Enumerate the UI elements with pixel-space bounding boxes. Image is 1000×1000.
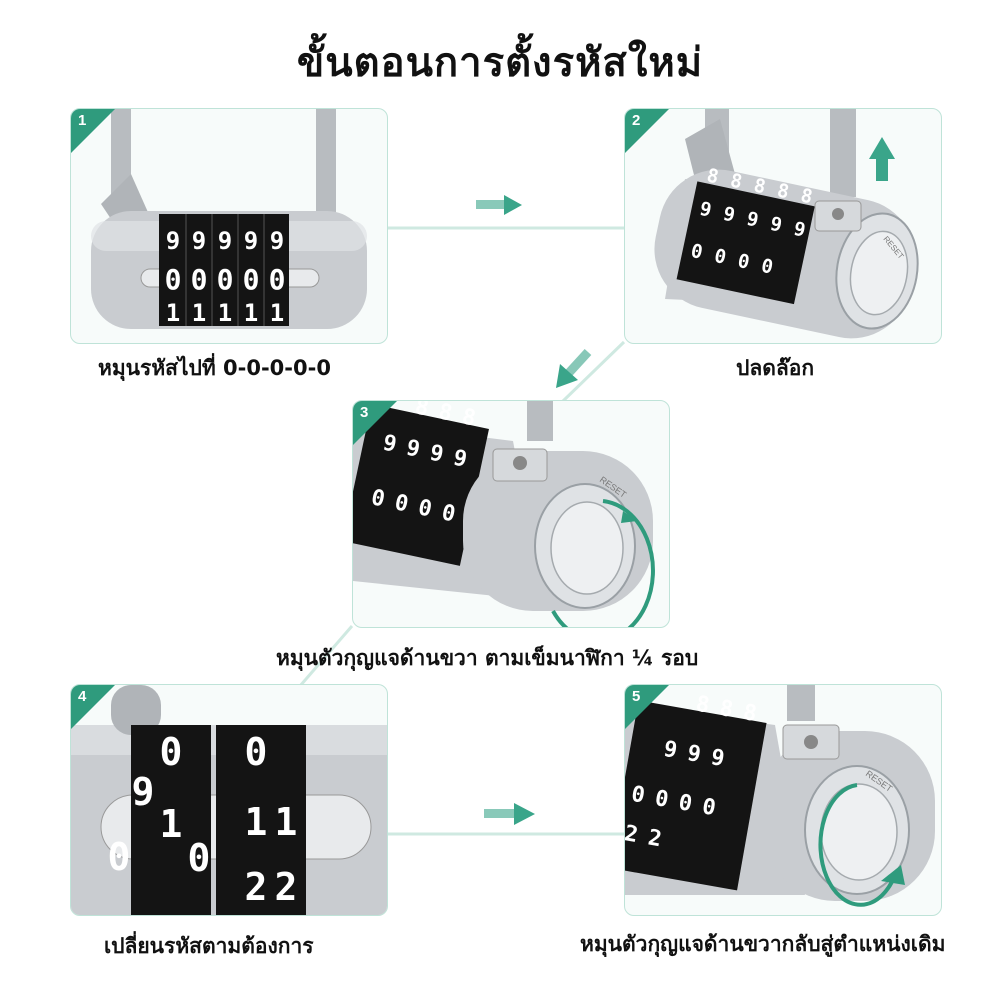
step-badge: [625, 109, 669, 153]
dial-digit: 0: [160, 730, 183, 774]
dial-digit: 8: [718, 696, 735, 723]
dial-digit: 0: [700, 794, 717, 821]
dial-digit: 9: [404, 436, 422, 463]
dial-digit: 0: [165, 263, 182, 296]
dial-digit: 8: [413, 401, 431, 422]
dial-digit: 0: [269, 263, 286, 296]
step-number: 2: [632, 112, 641, 129]
arrow-up-icon: [869, 137, 895, 181]
dial-digit: 9: [132, 770, 155, 814]
dial-digit: 9: [721, 203, 737, 227]
dial-digit: 9: [662, 737, 679, 764]
dial-digit: 9: [166, 227, 180, 255]
dial-digit: 1: [192, 299, 206, 327]
dial-digit: 0: [653, 786, 670, 813]
step-badge: [71, 685, 115, 729]
dial-digit: 8: [799, 184, 815, 208]
dial-digit: 0: [689, 240, 705, 264]
dial-digit: 0: [243, 263, 260, 296]
dial-digit: 8: [752, 174, 768, 198]
dial-digit: 0: [217, 263, 234, 296]
dial-digit: 0: [736, 250, 752, 274]
dial-digit: 1: [160, 802, 183, 846]
dial-digit: 0: [416, 495, 434, 522]
dial-digit: 1: [166, 299, 180, 327]
step-badge: [71, 109, 115, 153]
dial-digit: 1: [245, 800, 268, 844]
dial-digit: 0: [369, 485, 387, 512]
dial-digit: 0: [245, 730, 268, 774]
dial-digit: 8: [705, 165, 721, 189]
dial-digit: 9: [218, 227, 232, 255]
arrow-right-icon: [476, 195, 522, 215]
step-2-caption: ปลดล๊อก: [736, 356, 815, 380]
dial-digit: 0: [712, 245, 728, 269]
dial-digit: 9: [792, 218, 808, 242]
step-3-panel: 8 8 8 9 9 9 9 0 0 0 0 RESET 3: [352, 400, 670, 628]
dial-row-top: 9 9 9 9 9: [166, 227, 284, 255]
dial-digit: 2: [245, 865, 268, 909]
dial-digit: 9: [709, 745, 726, 772]
dial-digit: 2: [625, 821, 640, 848]
dial-digit: 9: [698, 198, 714, 222]
step-number: 3: [360, 404, 369, 421]
step-2-panel: 8 8 8 8 8 9 9 9 9 9 0 0 0 0 RESET 2: [624, 108, 942, 344]
dial-digit: 0: [439, 500, 457, 527]
dial-digit: 9: [685, 741, 702, 768]
step-4-caption: เปลี่ยนรหัสตามต้องการ: [104, 934, 314, 958]
rotate-clockwise-icon: [818, 783, 905, 907]
step-5-panel: 8 8 8 9 9 9 0 0 0 0 2 2 RESET 5: [624, 684, 942, 916]
step-number: 4: [78, 688, 87, 705]
page-title: ขั้นตอนการตั้งรหัสใหม่: [296, 40, 704, 86]
dial-digit: 9: [192, 227, 206, 255]
dial-digit: 0: [629, 782, 646, 809]
dial-digit: 0: [759, 255, 775, 279]
step-4-panel: 0 9 0 1 0 0 1 1 2 2 4: [70, 684, 388, 916]
dial-digit: 8: [775, 179, 791, 203]
step-number: 5: [632, 688, 641, 705]
step-1-caption: หมุนรหัสไปที่ 0-0-0-0-0: [98, 356, 331, 380]
dial-digit: 9: [270, 227, 284, 255]
step-number: 1: [78, 112, 87, 129]
dial-digit: 1: [270, 299, 284, 327]
dial-digit: 9: [745, 208, 761, 232]
dial-digit: 9: [428, 441, 446, 468]
dial-digit: 8: [694, 692, 711, 719]
dial-digit: 2: [646, 825, 663, 852]
dial-digit: 8: [436, 401, 454, 427]
dial-digit: 1: [275, 800, 298, 844]
dial-digit: 0: [191, 263, 208, 296]
dial-digit: 8: [460, 404, 478, 431]
arrow-right-icon: [484, 803, 535, 825]
dial-row-bottom: 1 1 1 1 1: [166, 299, 284, 327]
step-1-panel: 9 9 9 9 9 0 0 0 0 0 1 1 1 1 1: [70, 108, 388, 344]
dial-digit: 8: [741, 700, 758, 727]
dial-row-middle: 0 0 0 0 0: [165, 263, 286, 296]
step-badge: [625, 685, 669, 729]
dial-digit: 1: [218, 299, 232, 327]
step-3-caption: หมุนตัวกุญแจด้านขวา ตามเข็มนาฬิกา ¼ รอบ: [276, 646, 699, 670]
rotate-clockwise-icon: [551, 499, 655, 627]
dial-digit: 2: [275, 865, 298, 909]
dial-digit: 0: [188, 836, 211, 880]
step-badge: [353, 401, 397, 445]
dial-digit: 9: [244, 227, 258, 255]
dial-digit: 1: [244, 299, 258, 327]
arrow-down-left-icon: [556, 348, 592, 388]
dial-digit: 0: [392, 490, 410, 517]
dial-digit: 0: [108, 835, 131, 879]
dial-digit: 0: [677, 790, 694, 817]
step-5-caption: หมุนตัวกุญแจด้านขวากลับสู่ตำแหน่งเดิม: [580, 932, 946, 956]
dial-digit: 9: [768, 213, 784, 237]
dial-digit: 9: [451, 446, 469, 473]
dial-digit: 8: [728, 170, 744, 194]
